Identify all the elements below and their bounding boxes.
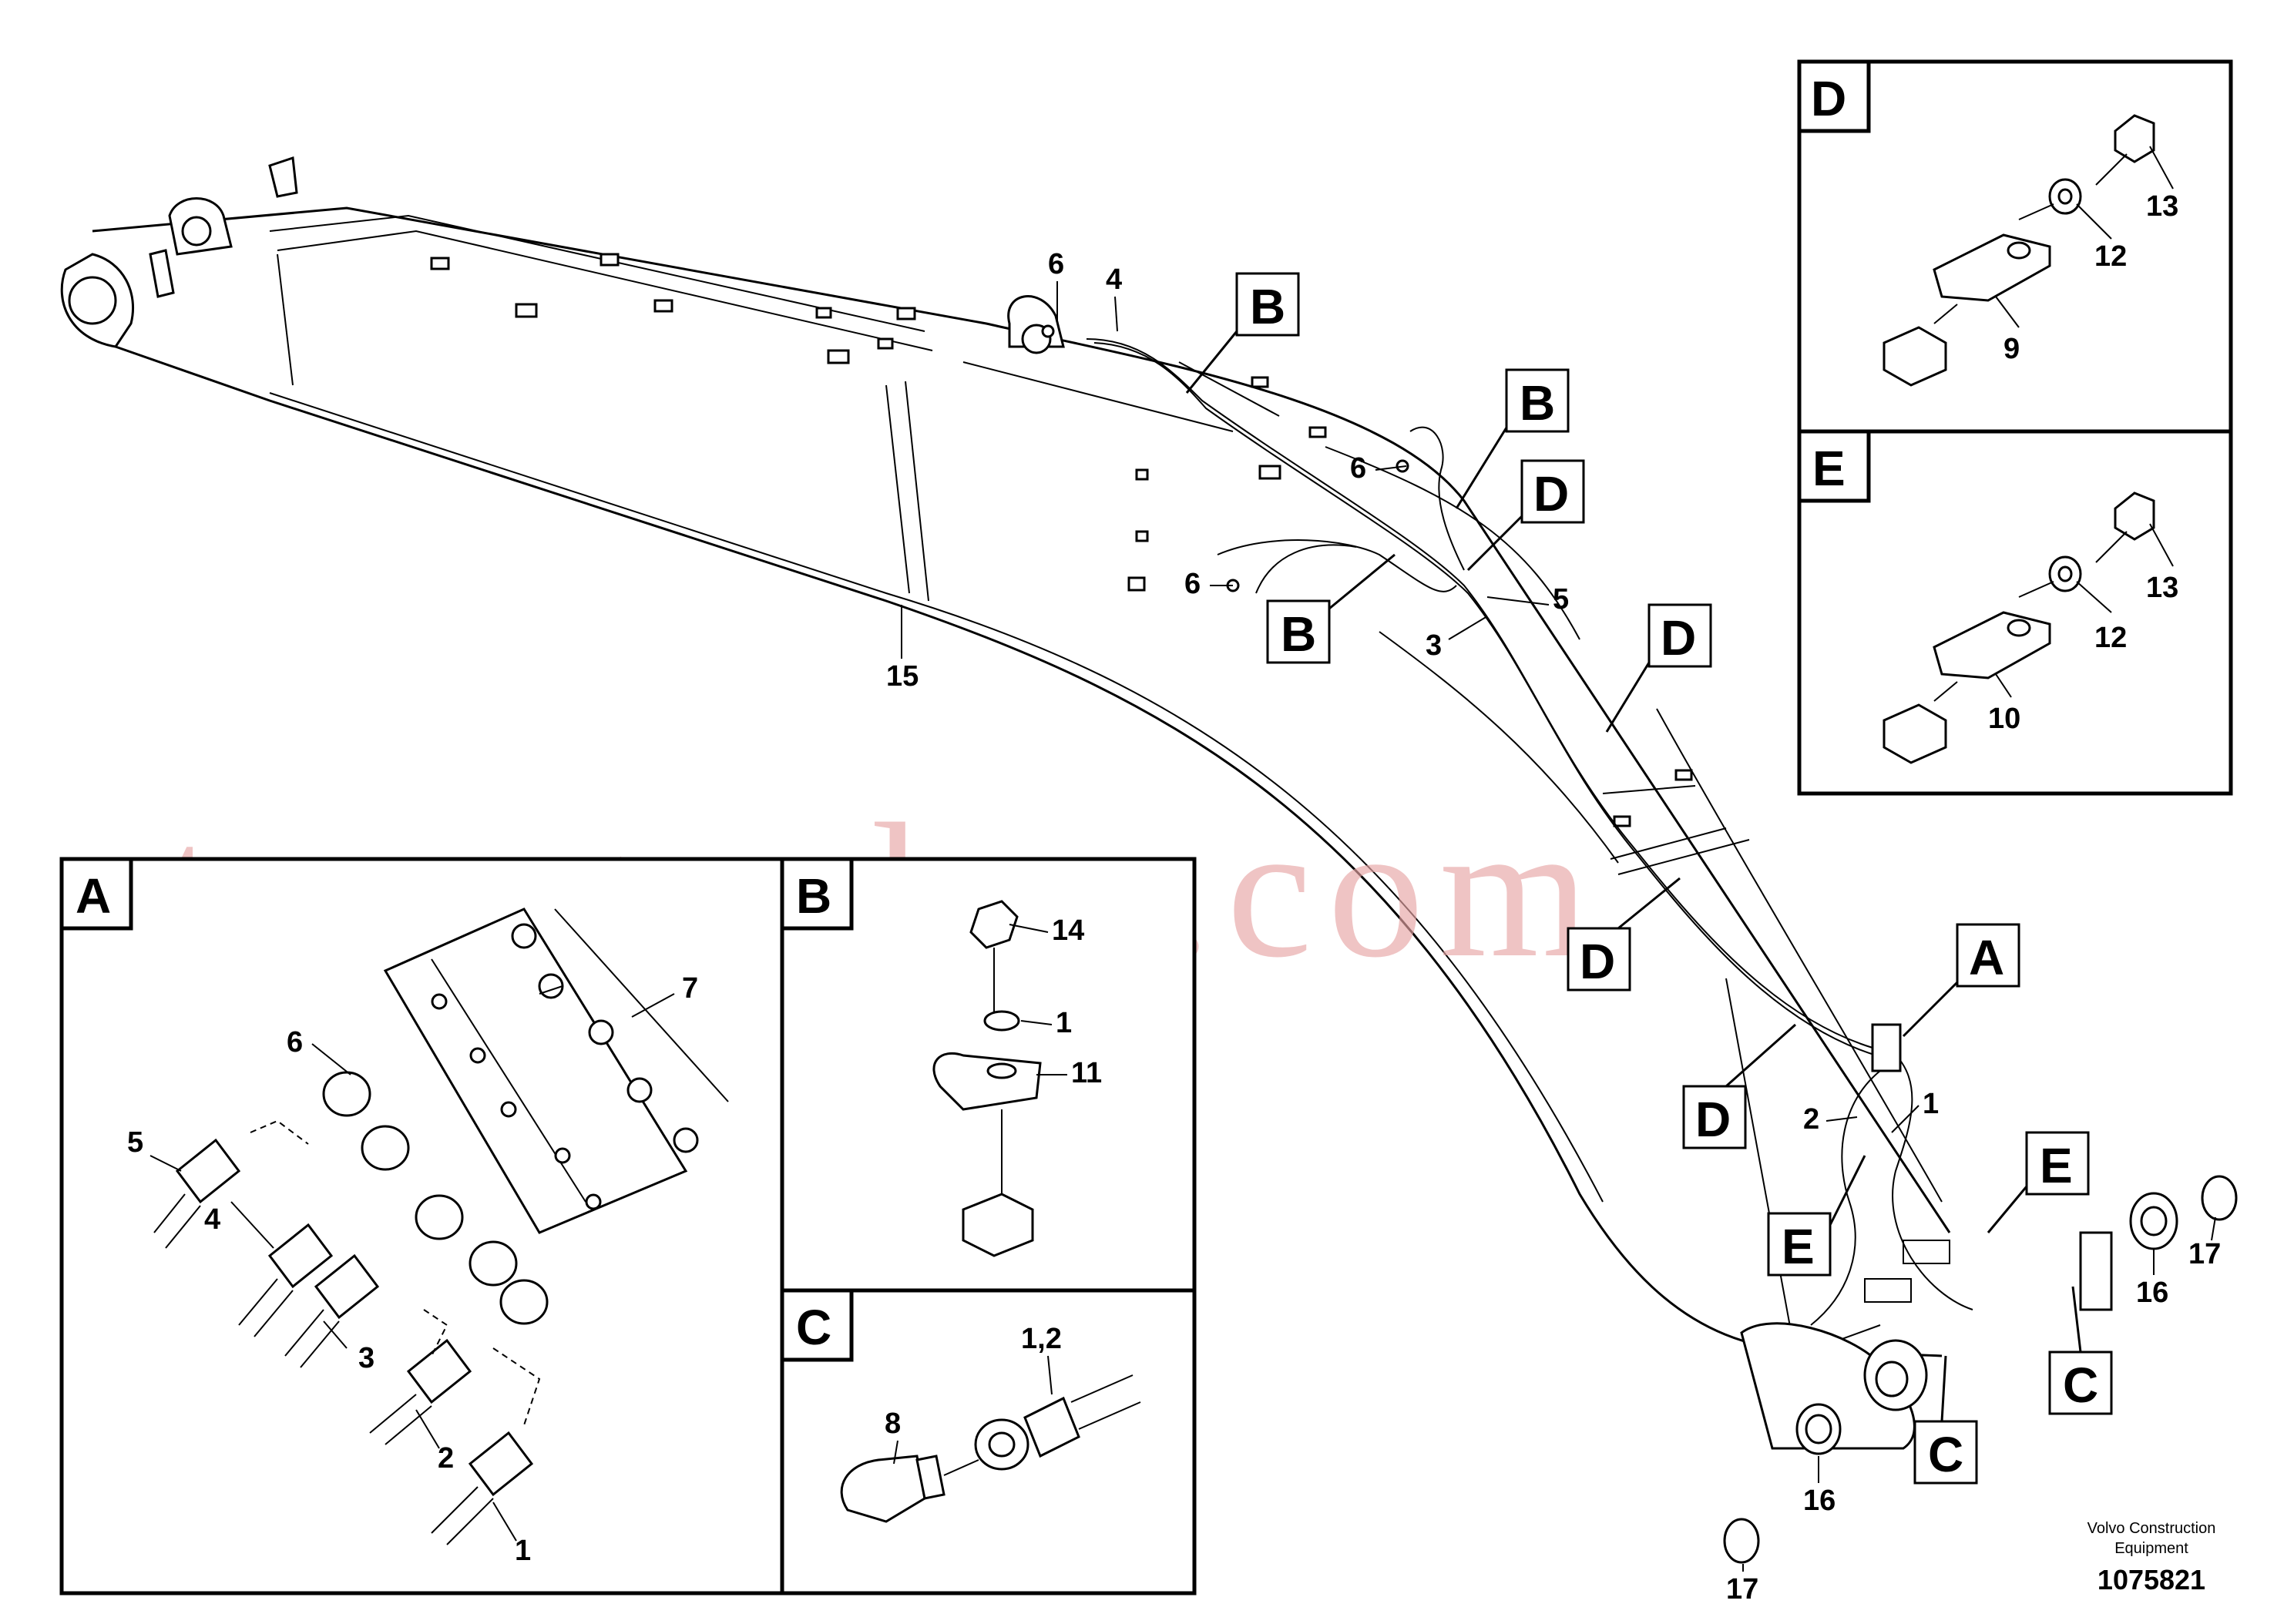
detail-e-part-10: 10 (1988, 703, 2020, 735)
detail-d-part-9: 9 (2003, 333, 2020, 365)
part-label-6-top: 6 (1048, 248, 1064, 280)
main-callouts: B B B D D D D A E E (886, 248, 2221, 1606)
detail-a-part-5: 5 (127, 1126, 143, 1159)
detail-a-panel: A (59, 857, 784, 1595)
part-label-15: 15 (886, 660, 919, 693)
part-label-6-lower: 6 (1184, 568, 1201, 600)
part-label-5: 5 (1553, 583, 1569, 616)
boom-drawing (60, 156, 2238, 1564)
part-label-17-bottom: 17 (1726, 1573, 1758, 1606)
detail-b-label: B (796, 868, 831, 924)
detail-a-label: A (76, 868, 111, 924)
callout-e-left: E (1782, 1219, 1815, 1274)
part-label-16-right: 16 (2136, 1277, 2168, 1309)
detail-e-panel: E 13 12 10 (1797, 429, 2233, 796)
detail-c-part-1-2: 1,2 (1021, 1323, 1062, 1355)
detail-a-part-2: 2 (438, 1442, 454, 1475)
detail-a-part-1: 1 (515, 1535, 531, 1567)
part-label-3: 3 (1426, 629, 1442, 662)
part-label-6-right: 6 (1350, 452, 1366, 485)
callout-c-middle: C (1928, 1427, 1963, 1482)
callout-e-right: E (2040, 1138, 2073, 1193)
detail-a-part-3: 3 (358, 1342, 374, 1374)
detail-b-part-11: 11 (1071, 1057, 1102, 1089)
part-label-4: 4 (1106, 263, 1122, 296)
detail-e-part-12: 12 (2094, 622, 2127, 654)
footer: Volvo Construction Equipment 1075821 (2087, 1520, 2216, 1595)
detail-e-label: E (1812, 441, 1846, 496)
detail-d-panel: D 13 12 9 (1797, 59, 2233, 434)
detail-b-part-1: 1 (1056, 1007, 1072, 1039)
brand-line-2: Equipment (2114, 1540, 2188, 1557)
callout-c-right: C (2063, 1357, 2098, 1413)
detail-e-part-13: 13 (2146, 572, 2178, 604)
callout-a-main: A (1969, 930, 2004, 985)
part-label-16-bottom: 16 (1803, 1485, 1836, 1517)
detail-d-part-12: 12 (2094, 240, 2127, 273)
callout-d-right: D (1661, 610, 1696, 666)
callout-b-right: B (1520, 375, 1555, 431)
callout-d-middle: D (1580, 934, 1615, 989)
detail-c-part-8: 8 (885, 1408, 901, 1440)
part-label-2-main: 2 (1803, 1103, 1819, 1136)
detail-c-label: C (796, 1300, 831, 1355)
detail-b-part-14: 14 (1052, 914, 1084, 947)
callout-b-upper: B (1250, 279, 1285, 334)
detail-b-panel: B 14 1 11 (780, 857, 1197, 1293)
detail-c-panel: C 8 1,2 (780, 1288, 1197, 1595)
detail-a-part-4: 4 (204, 1203, 220, 1236)
callout-b-lower: B (1281, 606, 1316, 662)
document-number: 1075821 (2098, 1564, 2205, 1595)
detail-d-part-13: 13 (2146, 190, 2178, 223)
detail-d-label: D (1811, 71, 1846, 126)
callout-d-lower: D (1695, 1092, 1731, 1147)
detail-a-part-6: 6 (287, 1026, 303, 1059)
brand-line-1: Volvo Construction (2087, 1520, 2216, 1537)
callout-d-upper: D (1533, 466, 1569, 522)
part-label-17-right: 17 (2188, 1238, 2221, 1270)
detail-a-part-7: 7 (682, 972, 698, 1005)
part-label-1-main: 1 (1923, 1088, 1939, 1120)
